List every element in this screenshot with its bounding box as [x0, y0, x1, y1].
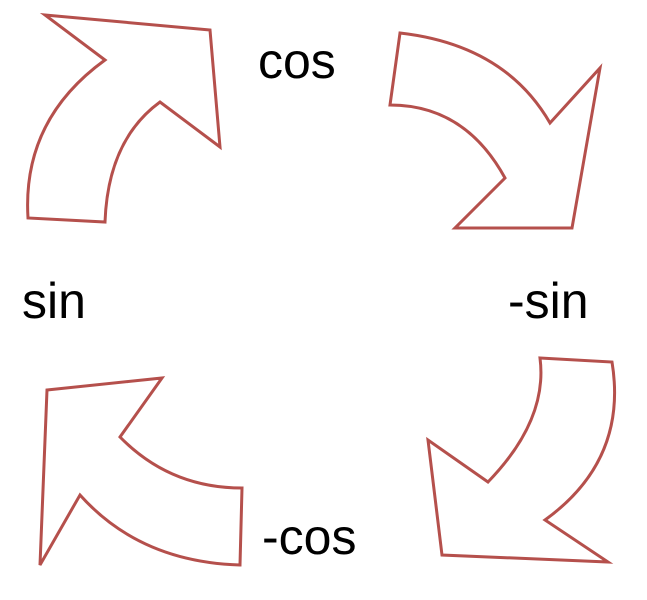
label-cos: cos [258, 33, 336, 89]
arrow-neg-sin-to-neg-cos [426, 356, 617, 564]
label-neg-cos: -cos [262, 509, 357, 565]
label-sin: sin [22, 273, 86, 329]
arrow-neg-cos-to-sin [38, 376, 244, 567]
label-neg-sin: -sin [508, 273, 589, 329]
arrow-sin-to-cos [26, 13, 222, 224]
arrow-cos-to-neg-sin [388, 31, 603, 230]
